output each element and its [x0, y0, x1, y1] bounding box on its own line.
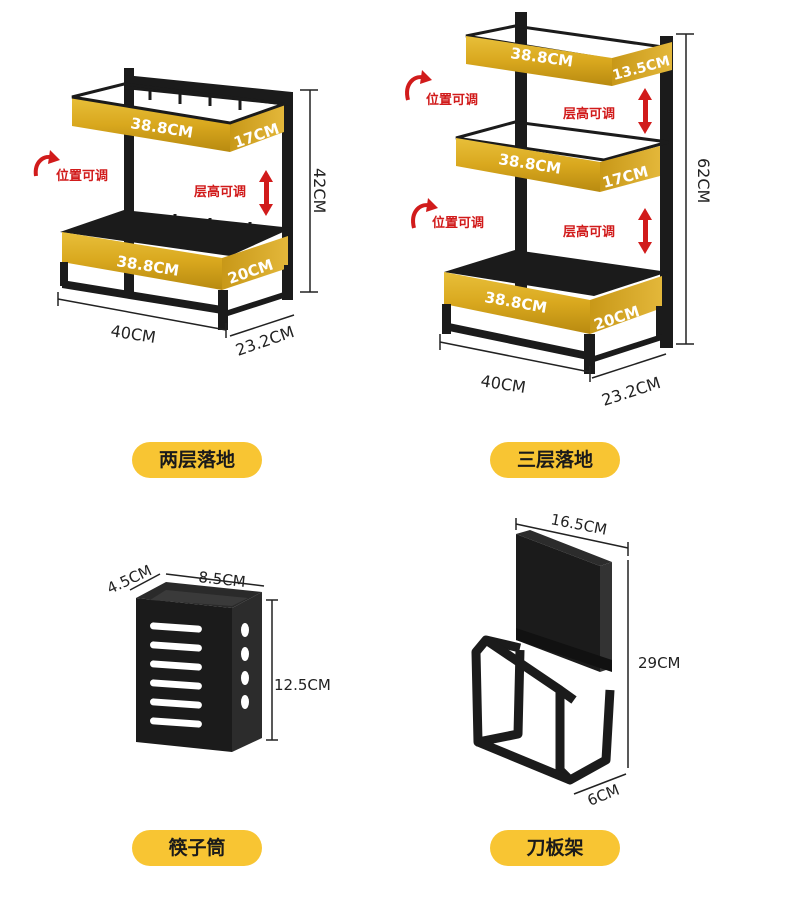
rack-width: 16.5CM	[549, 510, 608, 539]
two-adjust-height: 层高可调	[194, 184, 246, 200]
mid-shelf-front	[456, 138, 600, 192]
rack-frame-right	[555, 685, 615, 785]
back-post-right	[282, 92, 293, 300]
back-post-right	[660, 36, 673, 348]
two-height: 42CM	[310, 168, 329, 213]
two-width: 40CM	[109, 321, 157, 347]
rack-depth: 6CM	[585, 781, 622, 810]
three-height: 62CM	[694, 158, 713, 203]
two-tier-label: 两层落地	[132, 442, 262, 478]
three-adjust-position-2: 位置可调	[432, 215, 484, 231]
bottom-shelf-side	[590, 276, 662, 334]
bottom-shelf-front	[62, 232, 222, 290]
three-tier-rack: 38.8CM 13.5CM 38.8CM 17CM 38.8CM 20CM 位置…	[405, 12, 713, 410]
holder-front	[136, 598, 232, 752]
knife-rack-label: 刀板架	[490, 830, 620, 866]
bottom-shelf-front	[444, 272, 590, 334]
three-adjust-height-1: 层高可调	[563, 106, 615, 122]
rack-height: 29CM	[638, 654, 681, 672]
two-adjust-position: 位置可调	[56, 168, 108, 184]
top-shelf-side	[612, 42, 672, 86]
chopstick-holder: 4.5CM 8.5CM 12.5CM	[104, 561, 331, 752]
three-depth: 23.2CM	[599, 373, 663, 410]
top-shelf-front	[466, 36, 612, 86]
two-tier-rack: 38.8CM 17CM 38.8CM 20CM 位置可调 层高可调 42CM 4…	[33, 68, 329, 360]
knife-rack: 16.5CM 29CM 6CM	[471, 510, 681, 810]
up-down-arrow-icon	[259, 170, 273, 216]
bottom-shelf-side	[222, 236, 288, 290]
top-shelf-side	[230, 104, 284, 152]
top-shelf-front	[72, 97, 230, 152]
holder-height: 12.5CM	[274, 676, 331, 694]
mid-shelf-side	[600, 146, 660, 192]
up-down-arrow-icon	[638, 88, 652, 134]
rack-back-panel	[516, 530, 612, 566]
back-post-left	[124, 68, 134, 298]
chopstick-holder-label: 筷子筒	[132, 830, 262, 866]
three-adjust-position-1: 位置可调	[426, 92, 478, 108]
three-adjust-height-2: 层高可调	[563, 224, 615, 240]
three-width: 40CM	[479, 371, 527, 397]
holder-width: 8.5CM	[198, 568, 247, 591]
up-down-arrow-icon	[638, 208, 652, 254]
two-depth: 23.2CM	[233, 322, 296, 360]
three-tier-label: 三层落地	[490, 442, 620, 478]
